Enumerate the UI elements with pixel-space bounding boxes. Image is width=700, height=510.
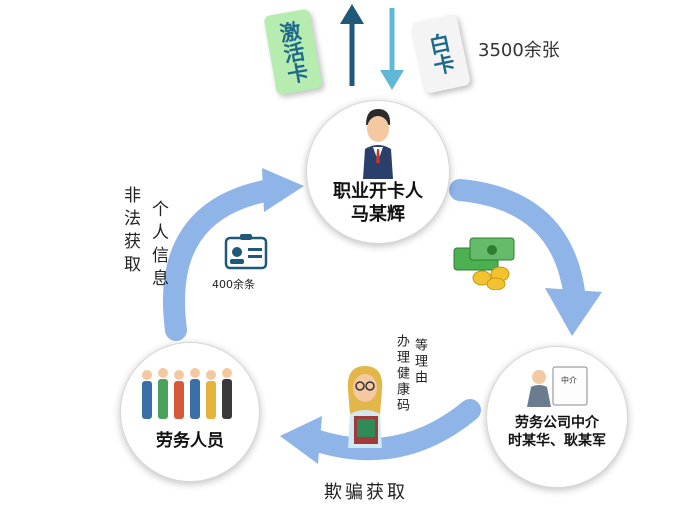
edge-personal-info-label: 个人信息	[148, 200, 168, 292]
node-card-opener-role: 职业开卡人	[333, 181, 423, 202]
arrow-right-to-left-head	[280, 416, 322, 464]
node-agency-role: 劳务公司中介	[515, 415, 599, 431]
node-laborers: 劳务人员	[120, 342, 260, 482]
arrow-left-to-top	[162, 179, 281, 341]
blank-card-count: 3500余张	[478, 40, 560, 61]
id-card-icon	[224, 234, 268, 270]
arrow-left-to-top-head	[262, 168, 304, 212]
arrow-top-to-right-head	[545, 288, 602, 336]
node-agency-title: 劳务公司中介 时某华、耿某军	[487, 415, 627, 450]
node-agency: 中介 劳务公司中介 时某华、耿某军	[486, 346, 628, 488]
money-icon	[453, 237, 515, 290]
node-card-opener-name: 马某辉	[351, 203, 405, 225]
edge-pretext-label: 等理由	[412, 338, 427, 386]
node-card-opener-title: 职业开卡人 马某辉	[307, 181, 449, 226]
contract-label: 中介	[561, 375, 577, 385]
arrow-top-to-right	[449, 179, 586, 311]
down-arrowhead	[380, 70, 404, 90]
woman-qr-code-icon	[347, 366, 383, 448]
arrow-right-to-left	[304, 399, 481, 461]
info-count-label: 400余条	[212, 278, 255, 291]
edge-deception-label: 欺骗获取	[324, 482, 408, 503]
node-laborers-title: 劳务人员	[156, 431, 224, 451]
blank-card-label: 白卡	[424, 30, 458, 78]
man-icon	[363, 109, 393, 179]
crowd-icon	[142, 368, 232, 419]
node-agency-names: 时某华、耿某军	[508, 432, 606, 449]
activated-card-label: 激活卡	[275, 18, 311, 86]
node-card-opener: 职业开卡人 马某辉	[306, 100, 450, 244]
edge-health-code-label: 办理健康码	[394, 334, 409, 414]
up-arrowhead	[340, 4, 364, 24]
edge-illegal-obtain-label: 非法获取	[120, 186, 140, 278]
contract-signing-icon: 中介	[527, 366, 588, 407]
